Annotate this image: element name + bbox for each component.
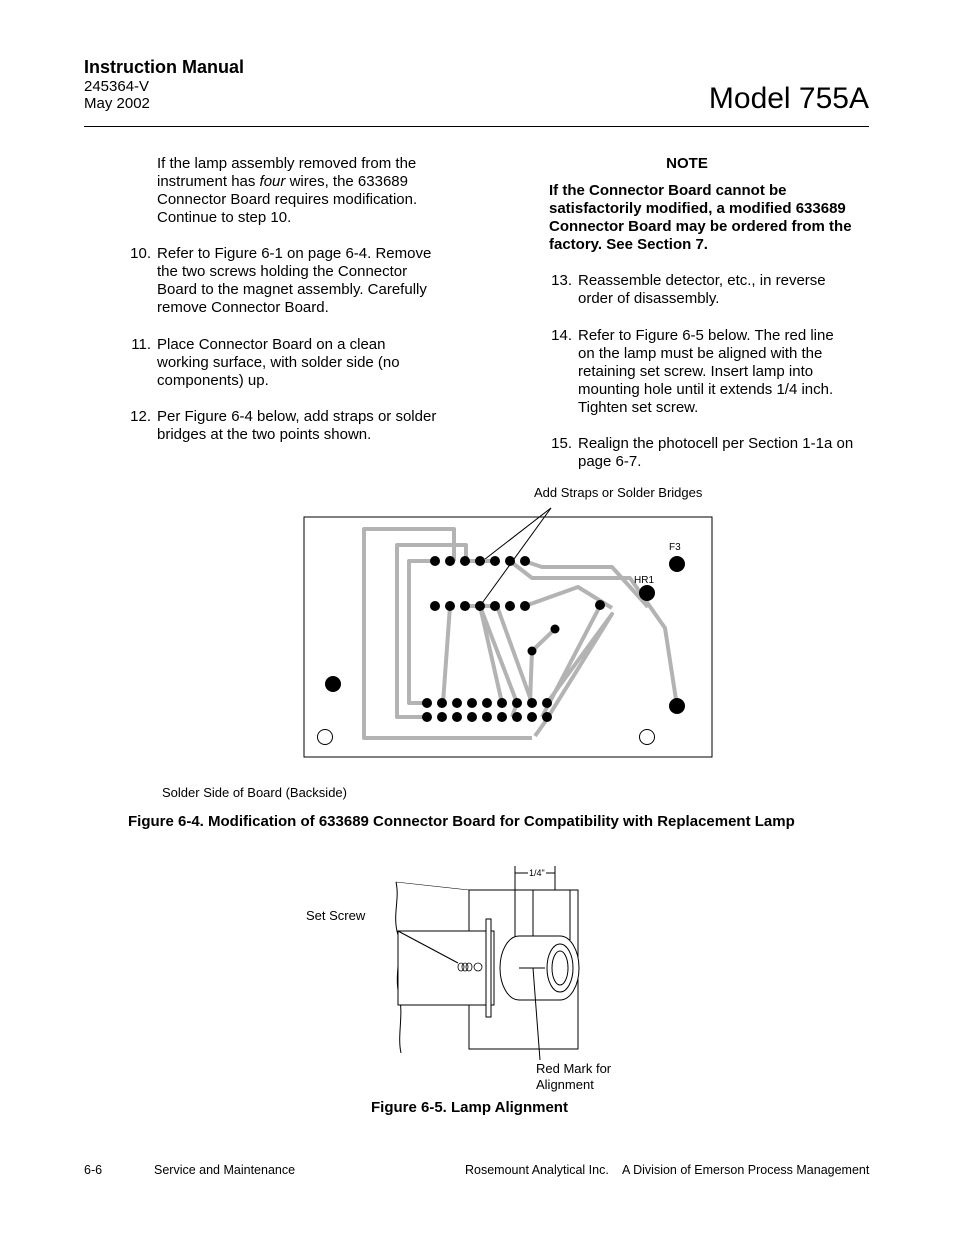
intro-line-2: Connector Board requires modification. bbox=[157, 191, 418, 208]
note-title: NOTE bbox=[666, 155, 708, 172]
note-body: If the Connector Board cannot be satisfa… bbox=[549, 182, 852, 253]
lamp-alignment-diagram: 1/4" bbox=[395, 866, 580, 1061]
red-mark-label: Red Mark for Alignment bbox=[536, 1061, 612, 1092]
figure-6-5-caption: Figure 6-5. Lamp Alignment bbox=[371, 1099, 568, 1116]
board-pads bbox=[325, 556, 685, 722]
manual-title: Instruction Manual bbox=[84, 57, 245, 77]
intro-line-0: If the lamp assembly removed from the bbox=[157, 155, 417, 172]
label-hr1: HR1 bbox=[634, 575, 654, 586]
mounting-holes bbox=[317, 729, 655, 745]
intro-paragraph: If the lamp assembly removed from the in… bbox=[157, 155, 477, 227]
board-side-label: Solder Side of Board (Backside) bbox=[162, 785, 347, 800]
figure-6-4-caption: Figure 6-4. Modification of 633689 Conne… bbox=[128, 813, 795, 830]
dimension-marker bbox=[514, 866, 556, 884]
model-title: Model 755A bbox=[708, 82, 869, 115]
footer-page-number: 6-6 bbox=[84, 1163, 103, 1177]
label-f3: F3 bbox=[669, 542, 681, 553]
board-traces bbox=[362, 527, 679, 740]
intro-line-1: instrument has four wires, the 633689 bbox=[157, 173, 408, 190]
dimension-label: 1/4" bbox=[529, 868, 545, 878]
connector-board-diagram: F3 HR1 bbox=[303, 507, 713, 758]
board-outline bbox=[303, 516, 713, 758]
footer-company: Rosemount Analytical Inc. bbox=[465, 1163, 609, 1177]
set-screw-label: Set Screw bbox=[306, 908, 366, 923]
callout-add-straps: Add Straps or Solder Bridges bbox=[534, 485, 703, 500]
header-rule bbox=[84, 126, 869, 127]
doc-number: 245364-V bbox=[84, 78, 150, 95]
doc-date: May 2002 bbox=[84, 95, 150, 112]
intro-line-3: Continue to step 10. bbox=[157, 209, 292, 226]
footer-division: A Division of Emerson Process Management bbox=[622, 1163, 870, 1177]
footer-section: Service and Maintenance bbox=[154, 1163, 296, 1177]
mounting-tube bbox=[397, 918, 495, 1018]
set-screw-icon bbox=[457, 962, 483, 972]
lamp-cylinder bbox=[499, 935, 580, 1001]
